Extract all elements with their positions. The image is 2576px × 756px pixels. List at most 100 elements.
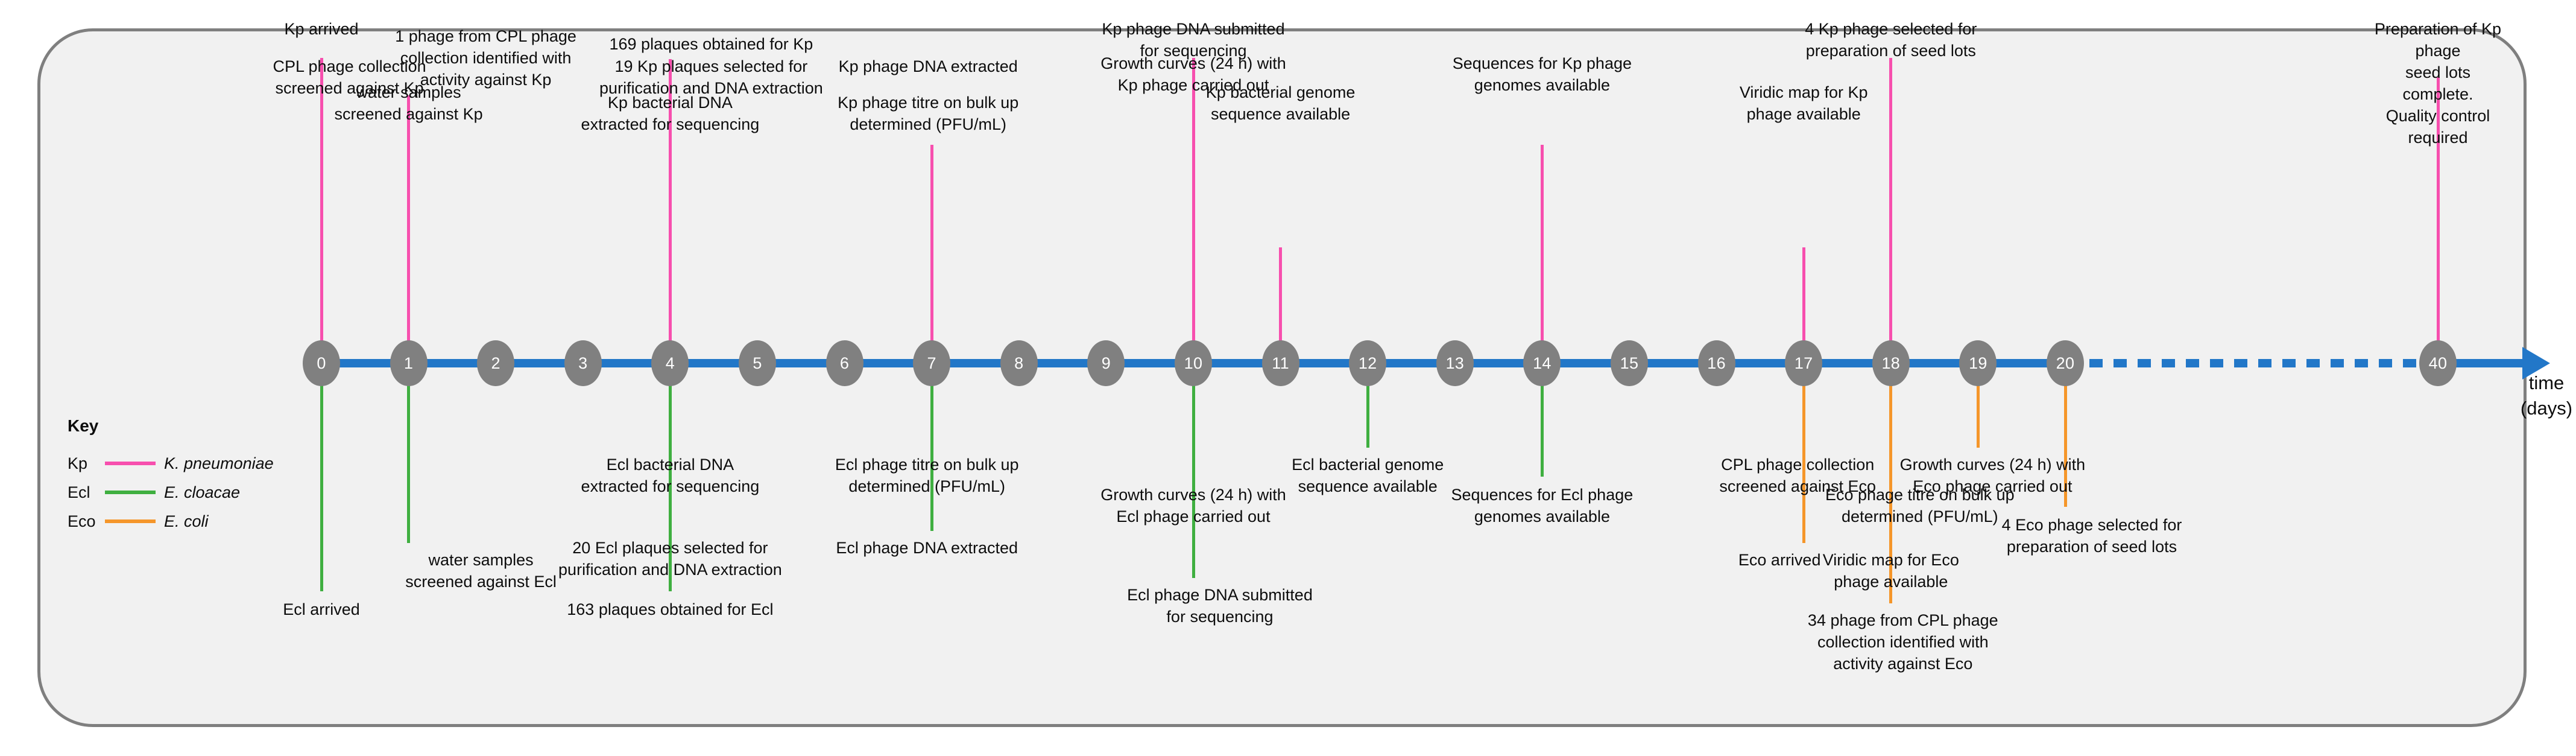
timeline-node-10[interactable]: 10: [1175, 340, 1212, 386]
event-label: water samples screened against Ecl: [405, 551, 557, 591]
event-connector-ecl: [1192, 385, 1195, 578]
axis-title: time (days): [2520, 372, 2573, 419]
timeline-node-1[interactable]: 1: [390, 340, 428, 386]
axis-segment: [1280, 359, 1368, 367]
event-label: 20 Ecl plaques selected for purification…: [558, 539, 782, 579]
timeline-node-6[interactable]: 6: [826, 340, 863, 386]
event-connector-ecl: [407, 385, 411, 543]
legend-color-swatch: [105, 491, 156, 494]
event-label: CPL phage collection screened against Ec…: [1719, 456, 1877, 495]
event-connector-kp: [407, 247, 411, 341]
timeline-node-18[interactable]: 18: [1872, 340, 1910, 386]
timeline-node-17[interactable]: 17: [1785, 340, 1823, 386]
axis-segment: [1106, 359, 1193, 367]
axis-segment: [844, 359, 932, 367]
event-label: Viridic map for Kp phage available: [1739, 83, 1868, 123]
event-label: Sequences for Ecl phage genomes availabl…: [1451, 486, 1634, 526]
timeline-node-0[interactable]: 0: [303, 340, 340, 386]
legend-color-swatch: [105, 519, 156, 523]
timeline-node-2[interactable]: 2: [477, 340, 515, 386]
timeline-node-40[interactable]: 40: [2419, 340, 2457, 386]
axis-segment: [1716, 359, 1804, 367]
event-connector-kp: [930, 247, 933, 341]
timeline-node-14[interactable]: 14: [1523, 340, 1561, 386]
axis-segment: [1542, 359, 1629, 367]
event-label: Eco arrived: [1738, 551, 1821, 569]
axis-segment: [1368, 359, 1455, 367]
axis-segment: [1978, 359, 2065, 367]
event-connector-eco: [1802, 385, 1805, 543]
axis-segment: [1629, 359, 1717, 367]
event-connector-kp: [1540, 145, 1544, 341]
timeline-node-19[interactable]: 19: [1959, 340, 1997, 386]
timeline-node-13[interactable]: 13: [1436, 340, 1474, 386]
event-connector-kp: [1802, 247, 1805, 341]
event-connector-ecl: [1366, 385, 1369, 448]
event-label: Kp bacterial DNA extracted for sequencin…: [581, 94, 760, 133]
axis-segment: [1804, 359, 1891, 367]
event-label: Sequences for Kp phage genomes available: [1452, 54, 1632, 94]
timeline-node-20[interactable]: 20: [2047, 340, 2084, 386]
event-label: Kp phage titre on bulk up determined (PF…: [838, 94, 1019, 133]
event-connector-eco: [2063, 385, 2067, 507]
event-label: Eco phage titre on bulk up determined (P…: [1825, 486, 2015, 526]
axis-segment: [757, 359, 845, 367]
axis-segment-dashed: [2065, 359, 2438, 367]
timeline-node-15[interactable]: 15: [1611, 340, 1648, 386]
timeline-node-11[interactable]: 11: [1261, 340, 1299, 386]
event-label: Ecl phage DNA submitted for sequencing: [1127, 586, 1313, 626]
legend-abbr: Ecl: [68, 483, 90, 501]
event-connector-ecl: [1540, 385, 1544, 477]
event-connector-kp: [1889, 58, 1893, 341]
axis-segment: [1018, 359, 1106, 367]
event-connector-kp: [407, 145, 411, 341]
legend-species-name: E. coli: [164, 512, 209, 530]
event-connector-kp: [2436, 77, 2440, 341]
legend-item-kp: Kp K. pneumoniae: [68, 449, 321, 478]
event-connector-kp: [668, 59, 672, 341]
timeline-node-5[interactable]: 5: [739, 340, 776, 386]
event-label: Preparation of Kp phage seed lots comple…: [2374, 20, 2502, 147]
axis-arrowhead: [2522, 347, 2550, 380]
event-label: Growth curves (24 h) with Eco phage carr…: [1899, 456, 2086, 495]
legend-abbr: Kp: [68, 454, 88, 472]
event-label: 19 Kp plaques selected for purification …: [599, 57, 823, 97]
event-connector-ecl: [930, 385, 933, 531]
event-connector-kp: [320, 58, 323, 341]
timeline-node-16[interactable]: 16: [1697, 340, 1735, 386]
timeline-node-4[interactable]: 4: [651, 340, 689, 386]
event-label: Growth curves (24 h) with Ecl phage carr…: [1100, 486, 1286, 526]
event-label: Growth curves (24 h) with Kp phage carri…: [1100, 54, 1286, 94]
event-connector-kp: [668, 247, 672, 341]
event-label: Kp arrived: [284, 20, 359, 38]
timeline-node-9[interactable]: 9: [1087, 340, 1125, 386]
event-label: CPL phage collection screened against Kp: [273, 57, 426, 97]
timeline-node-7[interactable]: 7: [913, 340, 951, 386]
event-label: Kp bacterial genome sequence available: [1205, 83, 1356, 123]
event-connector-ecl: [668, 385, 672, 591]
event-label: Viridic map for Eco phage available: [1822, 551, 1959, 591]
event-label: 169 plaques obtained for Kp: [609, 35, 813, 53]
event-label: 4 Eco phage selected for preparation of …: [2001, 516, 2182, 556]
timeline-node-8[interactable]: 8: [1000, 340, 1038, 386]
axis-segment: [1890, 359, 1978, 367]
axis-segment: [496, 359, 583, 367]
event-label: Kp phage DNA extracted: [838, 57, 1018, 75]
axis-segment: [1193, 359, 1281, 367]
legend-species-name: K. pneumoniae: [164, 454, 274, 472]
legend-title: Key: [68, 416, 99, 435]
event-label: 1 phage from CPL phage collection identi…: [395, 27, 576, 89]
event-connector-kp: [1192, 145, 1195, 341]
event-connector-kp: [1279, 247, 1283, 341]
event-label: Kp phage DNA submitted for sequencing: [1102, 20, 1285, 60]
timeline-node-12[interactable]: 12: [1349, 340, 1387, 386]
event-label: Ecl arrived: [283, 600, 360, 618]
axis-segment: [582, 359, 671, 367]
timeline-node-3[interactable]: 3: [564, 340, 602, 386]
event-label: Ecl phage titre on bulk up determined (P…: [835, 456, 1019, 495]
legend-color-swatch: [105, 462, 156, 465]
